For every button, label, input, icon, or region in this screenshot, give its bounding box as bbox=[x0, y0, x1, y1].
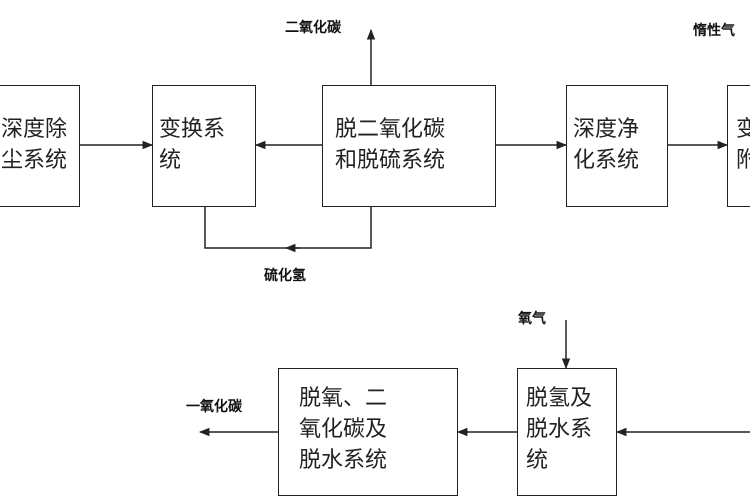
box-shift: 变换系 统 bbox=[152, 85, 256, 207]
box-deep-dust-removal-text: 深度除 尘系统 bbox=[1, 117, 68, 173]
label-h2s: 硫化氢 bbox=[264, 268, 306, 284]
box-dehydrogen-dewater-text: 脱氢及 脱水系 统 bbox=[526, 386, 593, 473]
label-co-out: 一氧化碳 bbox=[186, 399, 242, 415]
box-deoxy-co2-dewater: 脱氧、二 氧化碳及 脱水系统 bbox=[278, 368, 458, 496]
box-co2-sulfur-removal: 脱二氧化碳 和脱硫系统 bbox=[322, 85, 496, 207]
box-deep-dust-removal: 深度除 尘系统 bbox=[0, 85, 80, 207]
box-partial-right-text: 变 附 bbox=[736, 117, 750, 173]
box-partial-right: 变 附 bbox=[727, 85, 750, 207]
box-deep-purification: 深度净 化系统 bbox=[566, 85, 668, 207]
label-oxygen-in: 氧气 bbox=[518, 311, 546, 327]
box-deoxy-co2-dewater-text: 脱氧、二 氧化碳及 脱水系统 bbox=[299, 386, 388, 473]
box-dehydrogen-dewater: 脱氢及 脱水系 统 bbox=[517, 368, 617, 496]
label-inert-gas: 惰性气 bbox=[693, 23, 735, 39]
label-co2-out: 二氧化碳 bbox=[285, 20, 341, 36]
box-shift-text: 变换系 统 bbox=[159, 117, 226, 173]
box-deep-purification-text: 深度净 化系统 bbox=[573, 117, 640, 173]
box-co2-sulfur-removal-text: 脱二氧化碳 和脱硫系统 bbox=[335, 117, 446, 173]
arrow-h2s-return bbox=[204, 207, 372, 249]
